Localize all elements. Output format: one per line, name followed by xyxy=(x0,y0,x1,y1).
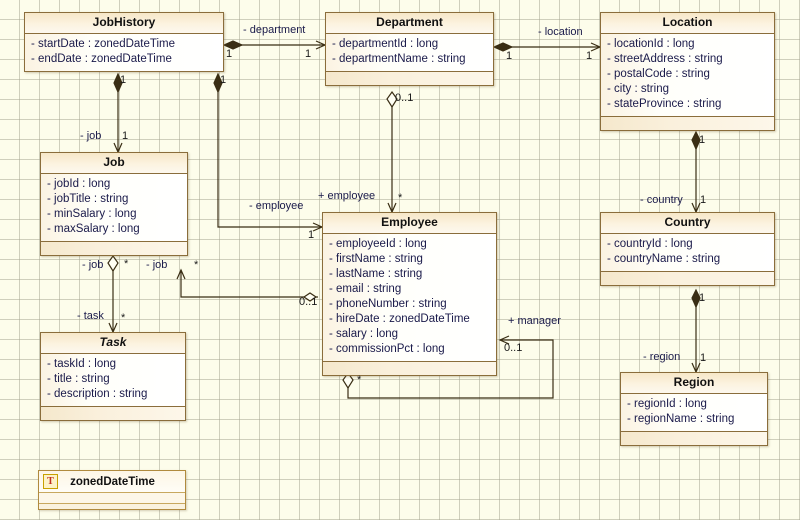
type-badge-icon: T xyxy=(43,474,58,489)
multiplicity-department-location-source: 1 xyxy=(506,50,513,62)
class-title-country: Country xyxy=(601,213,774,234)
class-operations-location xyxy=(601,116,774,130)
attribute: - regionId : long xyxy=(627,398,707,410)
attribute: - stateProvince : string xyxy=(607,98,722,110)
attribute: - email : string xyxy=(329,283,402,295)
edge-label-employee-department: + employee xyxy=(318,190,376,202)
edge-label-employee-jobhistory: - employee xyxy=(249,200,304,212)
attribute: - maxSalary : long xyxy=(47,223,140,235)
edge-label-job-task-target: - task xyxy=(77,310,104,322)
multiplicity-employee-manager-target: 0..1 xyxy=(504,342,523,354)
class-title-job: Job xyxy=(41,153,187,174)
class-operations-region xyxy=(621,431,767,445)
multiplicity-country-region-source: 1 xyxy=(699,292,706,304)
typedef-footer xyxy=(39,503,185,509)
edge-label-department: - department xyxy=(243,24,306,36)
typedef-title: zonedDateTime xyxy=(70,475,155,488)
multiplicity-location-country-target: 1 xyxy=(700,194,707,206)
multiplicity-employee-manager-source: * xyxy=(357,374,362,386)
multiplicity-job-task-source: * xyxy=(124,258,129,270)
class-title-employee: Employee xyxy=(323,213,496,234)
edge-label-region: - region xyxy=(643,351,681,363)
attribute: - streetAddress : string xyxy=(607,53,723,65)
attribute: - lastName : string xyxy=(329,268,423,280)
class-attributes-job: - jobId : long - jobTitle : string - min… xyxy=(41,174,187,241)
class-attributes-location: - locationId : long - streetAddress : st… xyxy=(601,34,774,116)
attribute: - firstName : string xyxy=(329,253,423,265)
class-box-location[interactable]: Location - locationId : long - streetAdd… xyxy=(600,12,775,131)
attribute: - locationId : long xyxy=(607,38,695,50)
class-box-department[interactable]: Department - departmentId : long - depar… xyxy=(325,12,494,86)
multiplicity-department-employee-target: * xyxy=(398,192,403,204)
multiplicity-employee-job-source: 0..1 xyxy=(299,296,318,308)
class-title-location: Location xyxy=(601,13,774,34)
class-operations-employee xyxy=(323,361,496,375)
class-box-task[interactable]: Task - taskId : long - title : string - … xyxy=(40,332,186,421)
edge-label-location: - location xyxy=(538,26,583,38)
multiplicity-jobhistory-department-target: 1 xyxy=(305,48,312,60)
edge-label-manager: + manager xyxy=(508,315,561,327)
class-title-task: Task xyxy=(41,333,185,354)
multiplicity-jobhistory-job-target: 1 xyxy=(122,130,129,142)
class-box-job[interactable]: Job - jobId : long - jobTitle : string -… xyxy=(40,152,188,256)
edge-label-job-jobhistory: - job xyxy=(80,130,102,142)
attribute: - startDate : zonedDateTime xyxy=(31,38,176,50)
attribute: - countryId : long xyxy=(607,238,693,250)
attribute: - title : string xyxy=(47,373,110,385)
attribute: - phoneNumber : string xyxy=(329,298,447,310)
multiplicity-department-employee-source: 0..1 xyxy=(395,92,414,104)
attribute: - postalCode : string xyxy=(607,68,710,80)
typedef-box-zoneddatetime[interactable]: T zonedDateTime xyxy=(38,470,186,510)
multiplicity-country-region-target: 1 xyxy=(700,352,707,364)
attribute: - departmentName : string xyxy=(332,53,466,65)
attribute: - jobId : long xyxy=(47,178,111,190)
class-attributes-task: - taskId : long - title : string - descr… xyxy=(41,354,185,406)
class-attributes-region: - regionId : long - regionName : string xyxy=(621,394,767,431)
typedef-header: T zonedDateTime xyxy=(39,471,185,493)
attribute: - departmentId : long xyxy=(332,38,439,50)
class-box-region[interactable]: Region - regionId : long - regionName : … xyxy=(620,372,768,446)
attribute: - commissionPct : long xyxy=(329,343,445,355)
class-attributes-department: - departmentId : long - departmentName :… xyxy=(326,34,493,71)
class-attributes-country: - countryId : long - countryName : strin… xyxy=(601,234,774,271)
class-operations-country xyxy=(601,271,774,285)
attribute: - regionName : string xyxy=(627,413,735,425)
attribute: - countryName : string xyxy=(607,253,721,265)
class-box-country[interactable]: Country - countryId : long - countryName… xyxy=(600,212,775,286)
attribute: - taskId : long xyxy=(47,358,117,370)
attribute: - minSalary : long xyxy=(47,208,137,220)
multiplicity-department-location-target: 1 xyxy=(586,50,593,62)
multiplicity-jobhistory-department-source: 1 xyxy=(226,48,233,60)
edge-label-job-task-source: - job xyxy=(82,259,104,271)
class-operations-job xyxy=(41,241,187,255)
multiplicity-jobhistory-employee-target: 1 xyxy=(308,229,315,241)
class-box-employee[interactable]: Employee - employeeId : long - firstName… xyxy=(322,212,497,376)
attribute: - city : string xyxy=(607,83,669,95)
multiplicity-employee-job-target: * xyxy=(194,259,199,271)
edge-label-country: - country xyxy=(640,194,683,206)
multiplicity-jobhistory-job-source: 1 xyxy=(120,74,127,86)
attribute: - salary : long xyxy=(329,328,399,340)
attribute: - description : string xyxy=(47,388,148,400)
attribute: - employeeId : long xyxy=(329,238,427,250)
edge-label-job-employee: - job xyxy=(146,259,168,271)
attribute: - jobTitle : string xyxy=(47,193,129,205)
attribute: - endDate : zonedDateTime xyxy=(31,53,172,65)
class-attributes-jobhistory: - startDate : zonedDateTime - endDate : … xyxy=(25,34,223,71)
class-title-region: Region xyxy=(621,373,767,394)
multiplicity-jobhistory-employee-source: 1 xyxy=(220,74,227,86)
multiplicity-job-task-target: * xyxy=(121,312,126,324)
class-attributes-employee: - employeeId : long - firstName : string… xyxy=(323,234,496,361)
class-title-jobhistory: JobHistory xyxy=(25,13,223,34)
attribute: - hireDate : zonedDateTime xyxy=(329,313,470,325)
class-operations-task xyxy=(41,406,185,420)
class-title-department: Department xyxy=(326,13,493,34)
class-operations-department xyxy=(326,71,493,85)
multiplicity-location-country-source: 1 xyxy=(699,134,706,146)
typedef-body xyxy=(39,493,185,503)
class-box-jobhistory[interactable]: JobHistory - startDate : zonedDateTime -… xyxy=(24,12,224,72)
